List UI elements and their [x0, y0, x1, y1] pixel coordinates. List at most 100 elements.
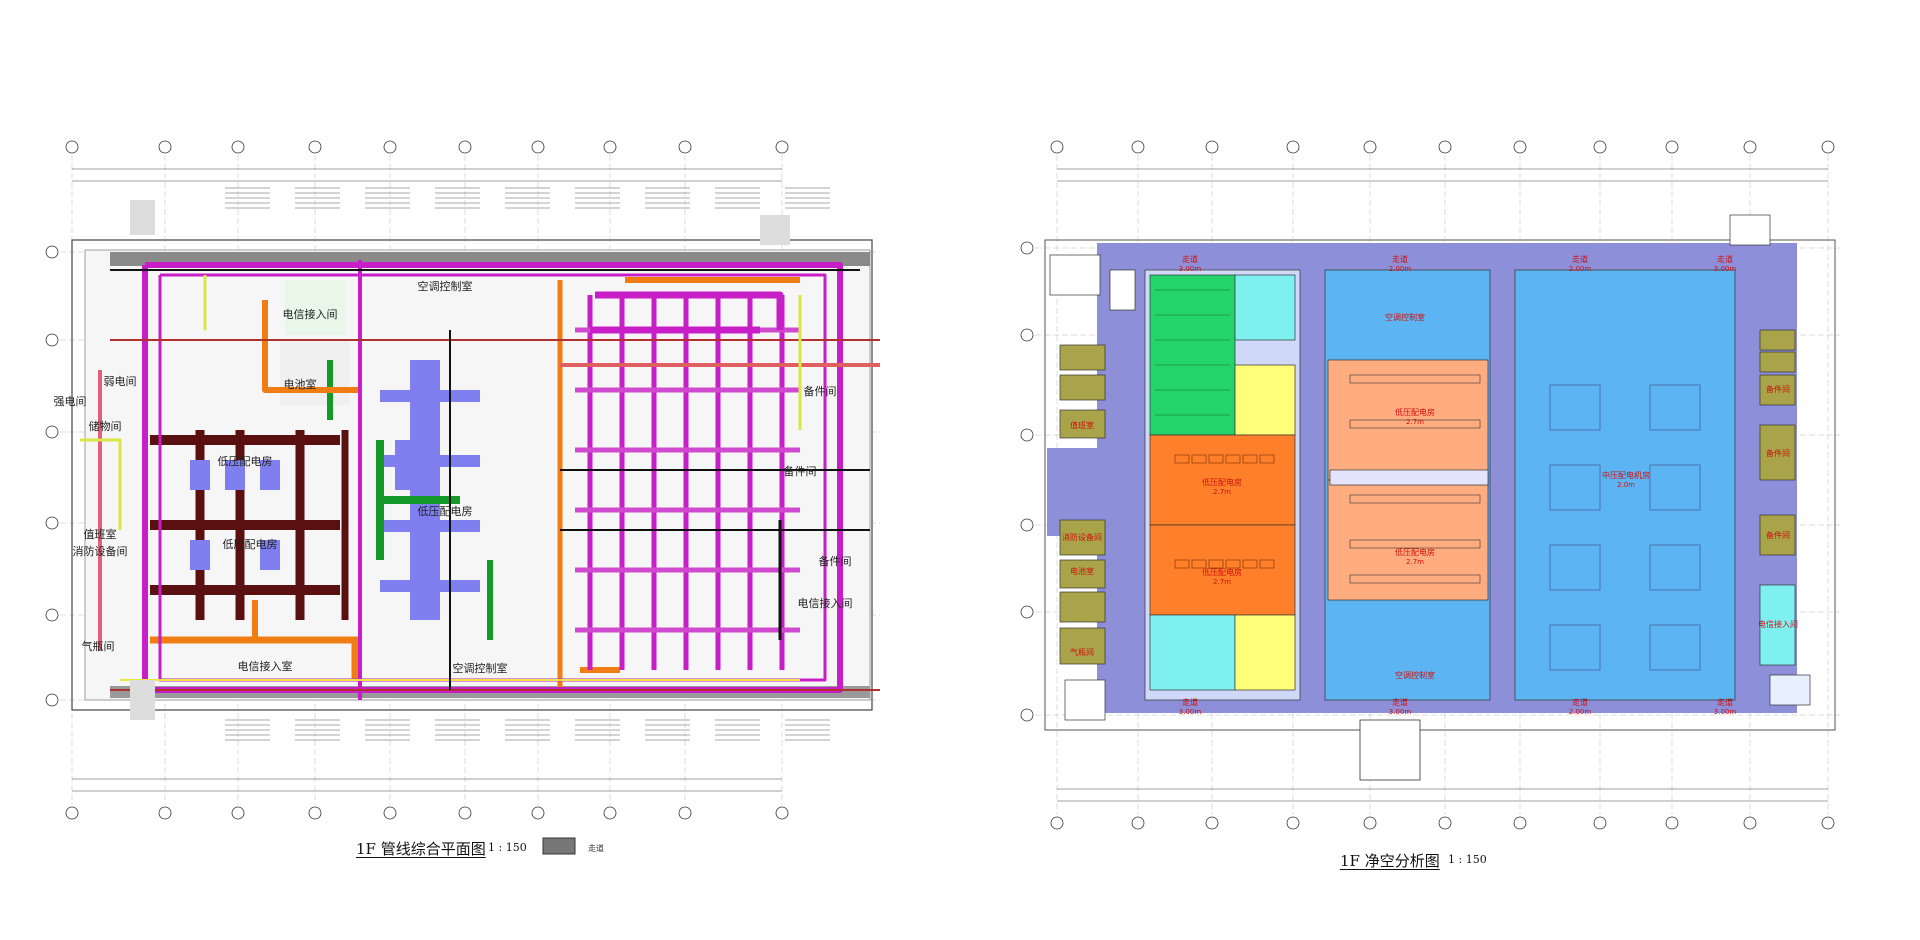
axis-bubble [1513, 140, 1527, 154]
zone-label-r-corr-top3: 走道 [1572, 254, 1588, 264]
axis-bubble [775, 806, 789, 820]
room-cyan [1759, 584, 1796, 666]
zone-label-r-corr-top2: 走道 [1392, 254, 1408, 264]
room-label-l-lowvolt1: 低压配电房 [218, 455, 273, 468]
room-olive [1759, 374, 1796, 406]
axis-bubble [231, 806, 245, 820]
zone-height-r-lowvolt3: 2.7m [1213, 578, 1231, 586]
zone-label-r-spare2: 备件间 [1766, 448, 1790, 458]
equipment [1549, 384, 1601, 431]
axis-bubble [1665, 140, 1679, 154]
room-cyan [1234, 274, 1296, 341]
equipment [1208, 559, 1224, 569]
axis-bubble [775, 140, 789, 154]
equipment [1649, 624, 1701, 671]
axis-bubble [603, 140, 617, 154]
room-label-l-tele3: 电信接入室 [238, 659, 293, 673]
blue-duct [260, 540, 280, 570]
equipment [1549, 544, 1601, 591]
axis-bubble [1286, 816, 1300, 830]
room-yellow [1234, 364, 1296, 436]
equipment [1225, 454, 1241, 464]
building-outline [1044, 239, 1836, 731]
room-yellow [1234, 614, 1296, 691]
equipment [1191, 454, 1207, 464]
stair [1359, 719, 1421, 781]
room-olive [1059, 627, 1106, 665]
zone-label-r-corr-bot4: 走道 [1717, 697, 1733, 707]
zone-label-r-fire: 消防设备间 [1062, 532, 1102, 542]
axis-bubble [158, 806, 172, 820]
zone-label-r-lowvolt3: 低压配电房 [1202, 567, 1242, 577]
axis-bubble [308, 806, 322, 820]
zone-label-r-hv: 中压配电机房 [1602, 470, 1650, 480]
equipment [1242, 454, 1258, 464]
room-labels: 电信接入间空调控制室电池室弱电间储物间低压配电房低压配电房低压配电房备件间备件间… [54, 279, 853, 675]
zone-height-r-hv: 2.0m [1617, 481, 1635, 489]
yellow-pipe [80, 438, 122, 530]
axis-bubble [678, 806, 692, 820]
zone-label-r-lowvolt4: 低压配电房 [1395, 547, 1435, 557]
blue-duct [225, 460, 245, 490]
room-label-l-lowvolt3: 低压配电房 [418, 505, 473, 518]
room-label-l-gas: 气瓶间 [82, 639, 115, 653]
axis-bubble [1131, 140, 1145, 154]
room-olive [1759, 514, 1796, 556]
block-right [1514, 269, 1736, 701]
equipment [1242, 559, 1258, 569]
zone-label-r-tele: 电信接入间 [1758, 619, 1798, 629]
axis-bubble [1593, 140, 1607, 154]
equipment [1549, 464, 1601, 511]
equipment [1649, 544, 1701, 591]
equipment [1649, 464, 1701, 511]
axis-bubble [1050, 140, 1064, 154]
zone-label-r-lowvolt2: 低压配电房 [1202, 477, 1242, 487]
axis-bubble [1438, 816, 1452, 830]
left-drawing-title: 1F 管线综合平面图 [356, 840, 486, 858]
pipe-network [80, 187, 880, 741]
axis-bubble [458, 806, 472, 820]
room-label-l-aircon1: 空调控制室 [418, 279, 473, 293]
right-drawing-scale: 1 : 150 [1448, 853, 1487, 866]
zone-label-r-battery: 电池室 [1070, 566, 1094, 576]
axis-bubble [458, 140, 472, 154]
zone-height-r-corr-top3: 2.00m [1569, 265, 1592, 273]
room-label-l-lowvolt2: 低压配电房 [223, 538, 278, 551]
zone-label-r-gas: 气瓶间 [1070, 647, 1094, 657]
blue-duct [380, 520, 480, 532]
zone-label-r-lowvolt1: 低压配电房 [1395, 407, 1435, 417]
blue-duct [380, 580, 480, 592]
zone-label-r-spare1: 备件间 [1766, 384, 1790, 394]
axis-bubble [45, 608, 59, 622]
axis-bubble [45, 516, 59, 530]
zone-label-r-aircon2: 空调控制室 [1395, 670, 1435, 680]
zone-label-r-watch: 值班室 [1070, 420, 1094, 430]
equipment [1174, 559, 1190, 569]
room-olive [1759, 329, 1796, 351]
equipment [1549, 624, 1601, 671]
blue-duct [380, 390, 480, 402]
axis-bubble [1020, 328, 1034, 342]
axis-bubble [1743, 140, 1757, 154]
axis-bubble [1286, 140, 1300, 154]
axis-bubble [603, 806, 617, 820]
axis-bubble [1593, 816, 1607, 830]
zone-height-r-corr-top2: 2.00m [1389, 265, 1412, 273]
room-label-l-spare2: 备件间 [784, 464, 817, 478]
zone-label-r-aircon1: 空调控制室 [1385, 312, 1425, 322]
axis-bubble [1020, 708, 1034, 722]
room-strip [1329, 469, 1489, 486]
axis-bubble [383, 806, 397, 820]
legend-swatch [542, 837, 576, 855]
axis-bubble [158, 140, 172, 154]
axis-bubble [1821, 816, 1835, 830]
zone-height-r-lowvolt1: 2.7m [1406, 418, 1424, 426]
room-olive [1059, 559, 1106, 589]
room-olive [1759, 351, 1796, 373]
room-label-l-tele1: 电信接入间 [283, 308, 338, 321]
zone-height-r-corr-bot1: 3.00m [1179, 708, 1202, 716]
blue-duct [395, 440, 415, 490]
room-cyan [1149, 614, 1236, 691]
axis-bubble [45, 333, 59, 347]
